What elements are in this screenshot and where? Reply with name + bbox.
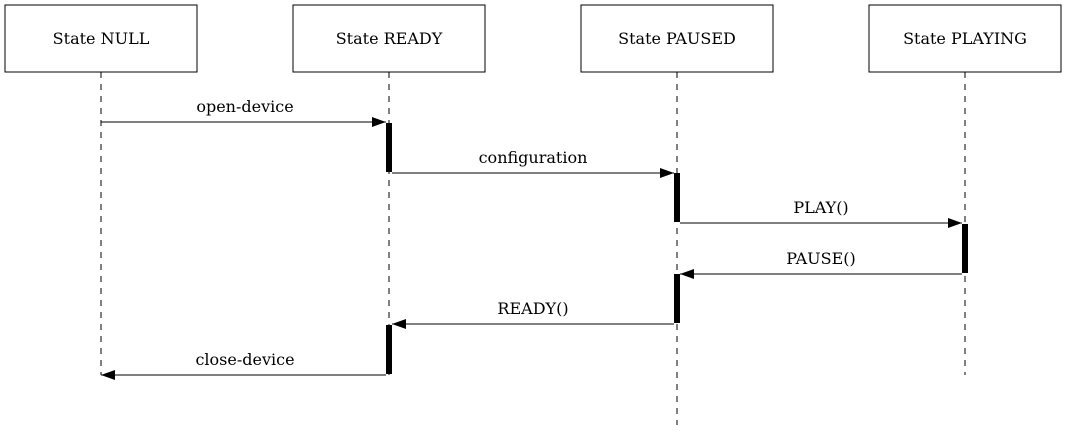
message-close-device: close-device xyxy=(101,350,386,380)
activation-paused-2 xyxy=(674,274,680,323)
participant-playing: State PLAYING xyxy=(868,4,1062,73)
activation-ready-2 xyxy=(386,325,392,374)
message-close-device-label: close-device xyxy=(195,350,294,369)
participant-null-label: State NULL xyxy=(53,29,150,48)
participant-paused-label: State PAUSED xyxy=(618,29,736,48)
participant-ready-label: State READY xyxy=(336,29,443,48)
message-configuration-label: configuration xyxy=(479,148,588,167)
message-play: PLAY() xyxy=(680,198,962,228)
message-open-device: open-device xyxy=(101,97,386,127)
message-open-device-label: open-device xyxy=(196,97,293,116)
message-pause-label: PAUSE() xyxy=(786,249,855,268)
participant-paused: State PAUSED xyxy=(580,4,774,73)
message-ready: READY() xyxy=(392,299,674,329)
message-pause: PAUSE() xyxy=(680,249,962,279)
message-play-label: PLAY() xyxy=(793,198,848,217)
activation-ready-1 xyxy=(386,123,392,172)
activation-playing-1 xyxy=(962,224,968,273)
activation-paused-1 xyxy=(674,173,680,222)
participant-ready: State READY xyxy=(292,4,486,73)
participant-null: State NULL xyxy=(4,4,198,73)
message-configuration: configuration xyxy=(392,148,674,178)
message-ready-label: READY() xyxy=(497,299,568,318)
participant-playing-label: State PLAYING xyxy=(903,29,1027,48)
